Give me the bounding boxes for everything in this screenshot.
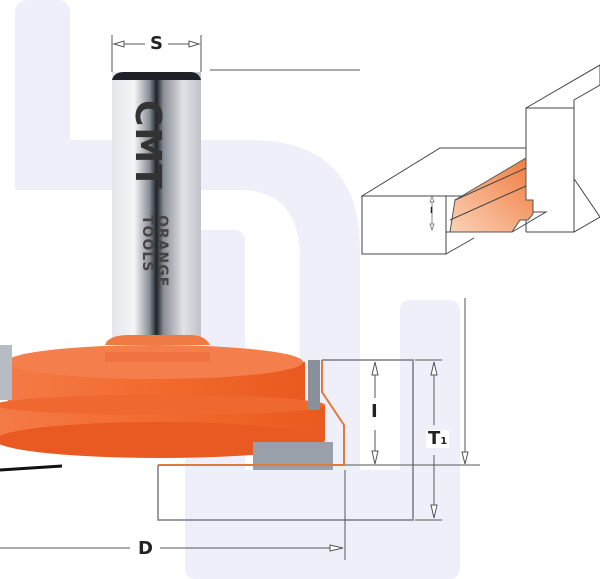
- label-inset-i: I: [430, 206, 433, 215]
- joint-illustration: [360, 64, 600, 255]
- s-dimension: [111, 35, 360, 72]
- label-t1-main: T: [428, 428, 441, 449]
- label-s: S: [148, 33, 165, 54]
- workpiece-outline: [157, 359, 414, 521]
- cut-profile-outline: [158, 360, 345, 466]
- label-i: I: [369, 401, 380, 422]
- label-t1: T1: [426, 428, 450, 449]
- label-d: D: [136, 538, 155, 559]
- shank: [112, 72, 201, 342]
- brand-line-orange: ORANGE: [154, 215, 170, 288]
- brand-line-tools: TOOLS: [139, 215, 155, 273]
- watermark-logo: [15, 0, 460, 579]
- label-t1-sub: 1: [440, 436, 448, 447]
- cutter-body: [0, 335, 333, 472]
- height-dimensions: [345, 298, 480, 521]
- d-dimension: [0, 470, 346, 560]
- brand-logo: CMT: [127, 100, 168, 190]
